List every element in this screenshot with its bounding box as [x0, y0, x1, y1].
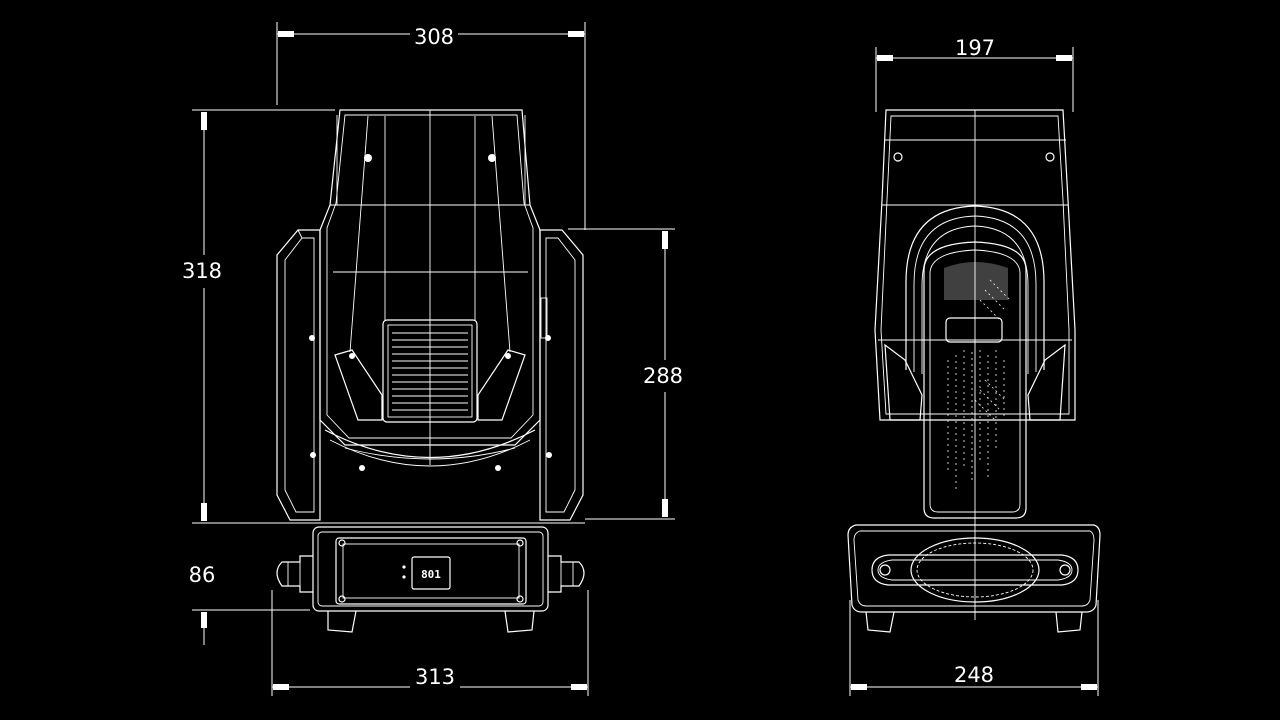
dimension-head-depth: 197 [875, 36, 1074, 112]
dimension-base-width: 313 [271, 590, 589, 696]
display-panel: 801 [402, 556, 451, 590]
vent-grille [382, 319, 478, 423]
dimension-label-base-width: 313 [415, 665, 455, 689]
yoke-arm-left [276, 229, 321, 521]
dimension-yoke-height: 288 [568, 228, 683, 520]
dimension-label-head-depth: 197 [955, 36, 995, 60]
dimension-base-height: 86 [189, 490, 310, 645]
dimension-label-base-height: 86 [189, 563, 216, 587]
moving-head-side [874, 109, 1076, 620]
display-readout: 801 [421, 568, 441, 581]
base-oval-plate [871, 537, 1079, 603]
yoke-side [905, 205, 1045, 519]
yoke-arm-right [539, 229, 584, 521]
dimension-total-height: 318 [182, 109, 585, 524]
dimension-head-width: 308 [276, 22, 586, 230]
base-front: 801 [276, 526, 585, 633]
dimension-label-base-depth: 248 [954, 663, 994, 687]
moving-head-front [310, 109, 552, 471]
front-view: 308 318 288 86 [182, 22, 683, 696]
dimension-label-head-width: 308 [414, 25, 454, 49]
dimension-label-yoke-height: 288 [643, 364, 683, 388]
column-texture [947, 279, 1011, 490]
dimension-base-depth: 248 [849, 600, 1099, 696]
base-side [847, 524, 1101, 633]
dimension-label-total-height: 318 [182, 259, 222, 283]
side-view: 197 248 [847, 36, 1101, 696]
